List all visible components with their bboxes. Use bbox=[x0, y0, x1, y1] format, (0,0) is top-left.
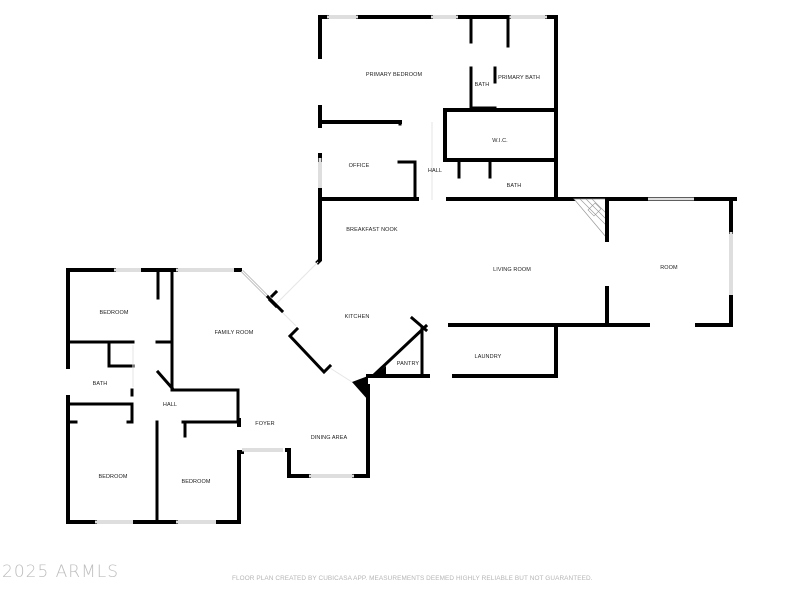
label-room: ROOM bbox=[660, 265, 678, 271]
room-labels: PRIMARY BEDROOM PRIMARY BATH BATH W.I.C.… bbox=[93, 72, 678, 485]
label-bath-upper: BATH bbox=[507, 183, 522, 189]
upper-wing-walls bbox=[318, 15, 737, 202]
left-wing-walls bbox=[66, 268, 354, 524]
cubicasa-disclaimer: FLOOR PLAN CREATED BY CUBICASA APP. MEAS… bbox=[232, 575, 593, 582]
label-family-room: FAMILY ROOM bbox=[215, 330, 254, 336]
label-bedroom-3: BEDROOM bbox=[181, 479, 210, 485]
label-primary-bath-wc: BATH bbox=[475, 82, 490, 88]
label-dining-area: DINING AREA bbox=[311, 435, 348, 441]
label-laundry: LAUNDRY bbox=[475, 354, 502, 360]
label-wic: W.I.C. bbox=[492, 138, 508, 144]
label-primary-bath: PRIMARY BATH bbox=[498, 75, 540, 81]
middle-walls bbox=[275, 197, 733, 327]
label-bedroom-1: BEDROOM bbox=[99, 310, 128, 316]
label-hall-upper: HALL bbox=[428, 168, 442, 174]
label-kitchen: KITCHEN bbox=[345, 314, 370, 320]
label-living-room: LIVING ROOM bbox=[493, 267, 531, 273]
armls-watermark: 2025 ARMLS bbox=[2, 562, 120, 582]
label-pantry: PANTRY bbox=[397, 361, 420, 367]
label-office: OFFICE bbox=[349, 163, 370, 169]
label-hall-lower: HALL bbox=[163, 402, 177, 408]
label-bedroom-2: BEDROOM bbox=[98, 474, 127, 480]
label-breakfast-nook: BREAKFAST NOOK bbox=[346, 227, 398, 233]
label-foyer: FOYER bbox=[255, 421, 274, 427]
label-bath-lower: BATH bbox=[93, 381, 108, 387]
label-primary-bedroom: PRIMARY BEDROOM bbox=[366, 72, 423, 78]
